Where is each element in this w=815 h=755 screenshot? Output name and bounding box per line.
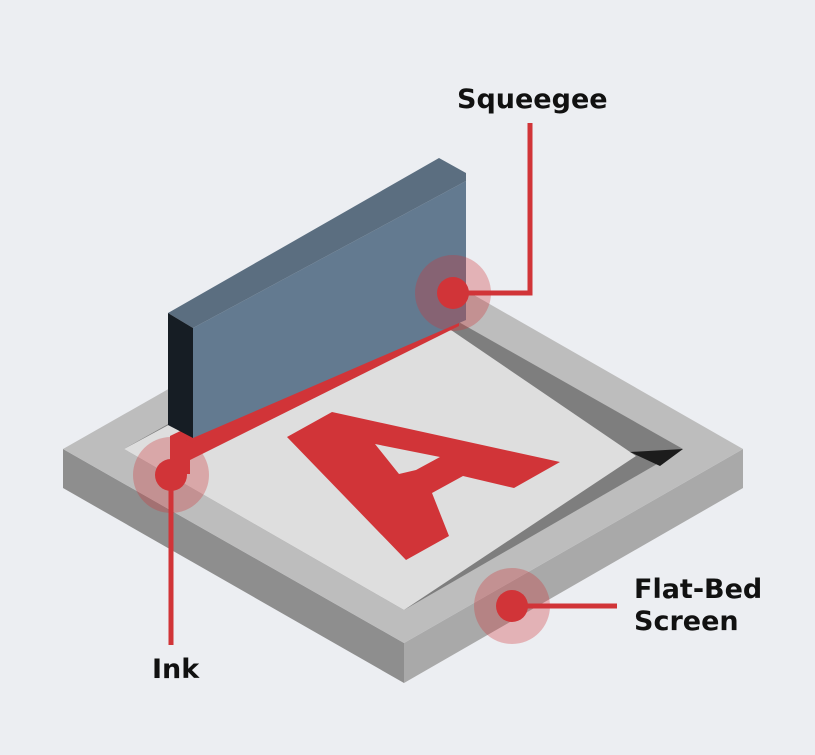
flatbed-label-line2: Screen bbox=[634, 606, 739, 637]
frame-left-side bbox=[63, 449, 404, 683]
flatbed-label-line1: Flat-Bed bbox=[634, 574, 763, 605]
printed-letter-a bbox=[287, 412, 560, 560]
squeegee-callout bbox=[415, 123, 533, 331]
flatbed-callout bbox=[474, 568, 617, 644]
squeegee-front-face bbox=[193, 181, 466, 438]
squeegee bbox=[168, 158, 466, 474]
squeegee-top-face bbox=[168, 158, 466, 328]
flatbed-marker-dot bbox=[496, 590, 528, 622]
squeegee-end-face bbox=[168, 313, 193, 438]
ink-callout bbox=[133, 437, 209, 645]
ink-marker-dot bbox=[155, 459, 187, 491]
ink-label: Ink bbox=[152, 654, 200, 685]
letter-a-shape bbox=[287, 412, 560, 560]
flatbed-screen-label: Flat-Bed Screen bbox=[634, 574, 762, 638]
frame-corner-shadow bbox=[630, 449, 683, 466]
squeegee-marker-dot bbox=[437, 277, 469, 309]
squeegee-leader-line bbox=[453, 123, 533, 296]
frame-right-side bbox=[404, 449, 743, 683]
squeegee-label: Squeegee bbox=[457, 84, 608, 115]
